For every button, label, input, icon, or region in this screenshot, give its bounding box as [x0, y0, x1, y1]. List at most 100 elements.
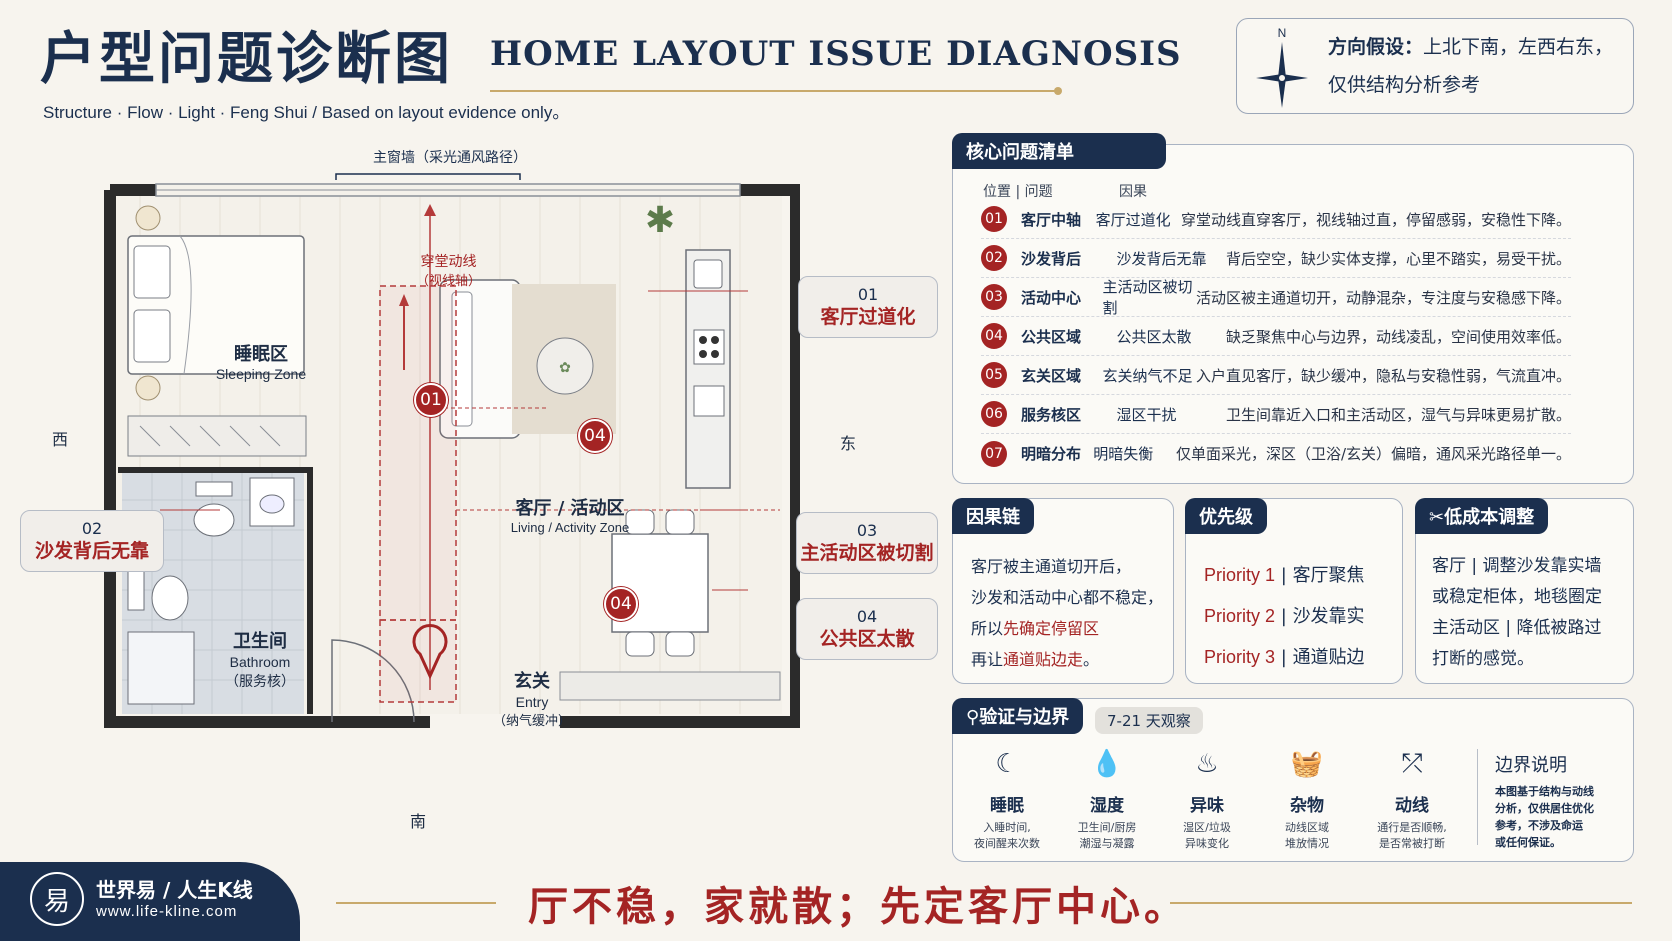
- sleeping-zone-cn: 睡眠区: [234, 344, 288, 365]
- causal-line4a: 再让: [971, 650, 1004, 669]
- issue-location: 服务核区: [1021, 405, 1082, 424]
- priority-text: 沙发靠实: [1292, 606, 1365, 627]
- brand-url[interactable]: www.life-kline.com: [96, 903, 238, 920]
- page-title-cn: 户型问题诊断图: [40, 27, 453, 92]
- issue-num: 03: [981, 284, 1007, 310]
- issue-pin-04b[interactable]: 04: [604, 587, 638, 621]
- issue-problem: 客厅过道化: [1095, 210, 1171, 229]
- priority-item[interactable]: Priority 2 | 沙发靠实: [1204, 606, 1365, 627]
- verify-title: 湿度: [1090, 796, 1124, 816]
- issue-pin-01[interactable]: 01: [414, 383, 448, 417]
- boundary-line: 或任何保证。: [1495, 836, 1561, 849]
- person-icon: ⚲: [966, 707, 980, 728]
- arrows-icon: ⤱: [1401, 749, 1423, 779]
- issue-problem: 公共区太散: [1116, 327, 1192, 346]
- issue-list-tab: 核心问题清单: [952, 133, 1166, 169]
- issue-description: 入户直见客厅，缺少缓冲，隐私与安稳性弱，气流直冲。: [1195, 366, 1571, 385]
- living-zone-en: Living / Activity Zone: [510, 520, 630, 535]
- priority-list: Priority 1 | 客厅聚焦 Priority 2 | 沙发靠实 Prio…: [1204, 555, 1365, 678]
- issue-num: 01: [981, 206, 1007, 232]
- slogan: 厅不稳，家就散；先定客厅中心。: [528, 884, 1188, 930]
- priority-level: Priority 1: [1204, 565, 1276, 585]
- priority-text: 通道贴边: [1292, 647, 1365, 668]
- low-cost-tab: ✂低成本调整: [1415, 498, 1549, 534]
- issue-description: 背后空空，缺少实体支撑，心里不踏实，易受干扰。: [1225, 249, 1571, 268]
- verify-item-humidity[interactable]: 💧湿度卫生间/厨房潮湿与凝露: [1057, 749, 1157, 852]
- verify-title: 杂物: [1290, 796, 1324, 816]
- entry-sub: （纳气缓冲）: [492, 714, 571, 729]
- compass-north-label: N: [1278, 26, 1287, 40]
- low-cost-line: 客厅 | 调整沙发靠实墙: [1432, 556, 1602, 576]
- causal-line2: 沙发和活动中心都不稳定，: [971, 588, 1164, 607]
- issue-location: 公共区域: [1021, 327, 1082, 346]
- verify-tab: ⚲验证与边界: [952, 698, 1084, 734]
- brand-logo-icon: 易: [30, 872, 84, 926]
- issue-row[interactable]: 05 玄关区域 玄关纳气不足入户直见客厅，缺少缓冲，隐私与安稳性弱，气流直冲。: [981, 356, 1571, 395]
- bathroom-en: Bathroom: [229, 654, 291, 670]
- svg-text:✿: ✿: [559, 360, 571, 376]
- issue-problem: 主活动区被切割: [1102, 278, 1193, 317]
- issue-num: 06: [981, 401, 1007, 427]
- verify-item-odor[interactable]: ♨异味湿区/垃圾异味变化: [1157, 749, 1257, 852]
- priority-item[interactable]: Priority 1 | 客厅聚焦: [1204, 565, 1365, 586]
- verify-desc: 异味变化: [1185, 837, 1229, 850]
- causal-chain-tab: 因果链: [952, 498, 1034, 534]
- priority-text: 客厅聚焦: [1292, 565, 1365, 586]
- basket-icon: 🧺: [1290, 749, 1324, 779]
- boundary-line: 分析，仅供居住优化: [1495, 802, 1594, 815]
- flow-label-main: 穿堂动线: [420, 254, 477, 270]
- south-label: 南: [410, 812, 427, 831]
- callout-01[interactable]: 01 客厅过道化: [798, 276, 938, 338]
- entry-en: Entry: [515, 694, 549, 710]
- boundary-line: 本图基于结构与动线: [1495, 785, 1594, 798]
- issue-location: 活动中心: [1021, 288, 1082, 307]
- low-cost-line: 打断的感觉。: [1432, 649, 1534, 669]
- boundary-note: 边界说明 本图基于结构与动线 分析，仅供居住优化 参考，不涉及命运 或任何保证。: [1495, 751, 1625, 851]
- issue-problem: 玄关纳气不足: [1102, 366, 1193, 385]
- callout-02-num: 02: [81, 519, 103, 538]
- issue-description: 卫生间靠近入口和主活动区，湿气与异味更易扩散。: [1225, 405, 1571, 424]
- issue-pin-04a[interactable]: 04: [578, 419, 612, 453]
- issue-num: 04: [981, 323, 1007, 349]
- issue-num: 02: [981, 245, 1007, 271]
- orientation-label: 方向假设：: [1328, 36, 1424, 58]
- east-label: 东: [840, 434, 857, 453]
- verify-item-sleep[interactable]: ☾睡眠入睡时间,夜间醒来次数: [957, 749, 1057, 852]
- callout-01-num: 01: [857, 285, 879, 304]
- flow-label: 穿堂动线 （视线轴）: [416, 252, 481, 292]
- slogan-rule-right: [1170, 902, 1632, 904]
- callout-03-text: 主活动区被切割: [800, 542, 934, 564]
- callout-02[interactable]: 02 沙发背后无靠: [20, 510, 164, 572]
- living-zone-cn: 客厅 / 活动区: [515, 498, 625, 519]
- callout-04[interactable]: 04 公共区太散: [796, 598, 938, 660]
- verify-item-clutter[interactable]: 🧺杂物动线区域堆放情况: [1257, 749, 1357, 852]
- causal-chain-text: 客厅被主通道切开后， 沙发和活动中心都不稳定， 所以先确定停留区 再让通道贴边走…: [971, 551, 1163, 675]
- window-wall-label: 主窗墙（采光通风路径）: [373, 150, 527, 166]
- callout-03[interactable]: 03 主活动区被切割: [796, 512, 938, 574]
- living-zone-label: 客厅 / 活动区 Living / Activity Zone: [480, 494, 660, 535]
- issue-location: 玄关区域: [1021, 366, 1082, 385]
- issue-problem: 沙发背后无靠: [1116, 249, 1207, 268]
- odor-icon: ♨: [1195, 749, 1219, 779]
- priority-item[interactable]: Priority 3 | 通道贴边: [1204, 647, 1365, 668]
- bathroom-sub: （服务核）: [225, 674, 295, 690]
- bathroom-label: 卫生间 Bathroom （服务核）: [210, 632, 310, 692]
- priority-level: Priority 2: [1204, 606, 1276, 626]
- issue-num: 05: [981, 362, 1007, 388]
- orientation-text: 方向假设：上北下南，左西右东， 仅供结构分析参考: [1328, 28, 1613, 104]
- callout-04-text: 公共区太散: [819, 628, 915, 650]
- verify-desc: 卫生间/厨房: [1077, 821, 1137, 834]
- issue-location: 客厅中轴: [1021, 210, 1082, 229]
- orientation-line2: 仅供结构分析参考: [1328, 74, 1481, 96]
- causal-line3a: 所以: [971, 619, 1004, 638]
- verify-title: 动线: [1395, 796, 1429, 816]
- verify-item-flow[interactable]: ⤱动线通行是否顺畅,是否常被打断: [1357, 749, 1467, 852]
- tools-icon: ✂: [1429, 507, 1445, 528]
- bathroom-cn: 卫生间: [233, 631, 287, 652]
